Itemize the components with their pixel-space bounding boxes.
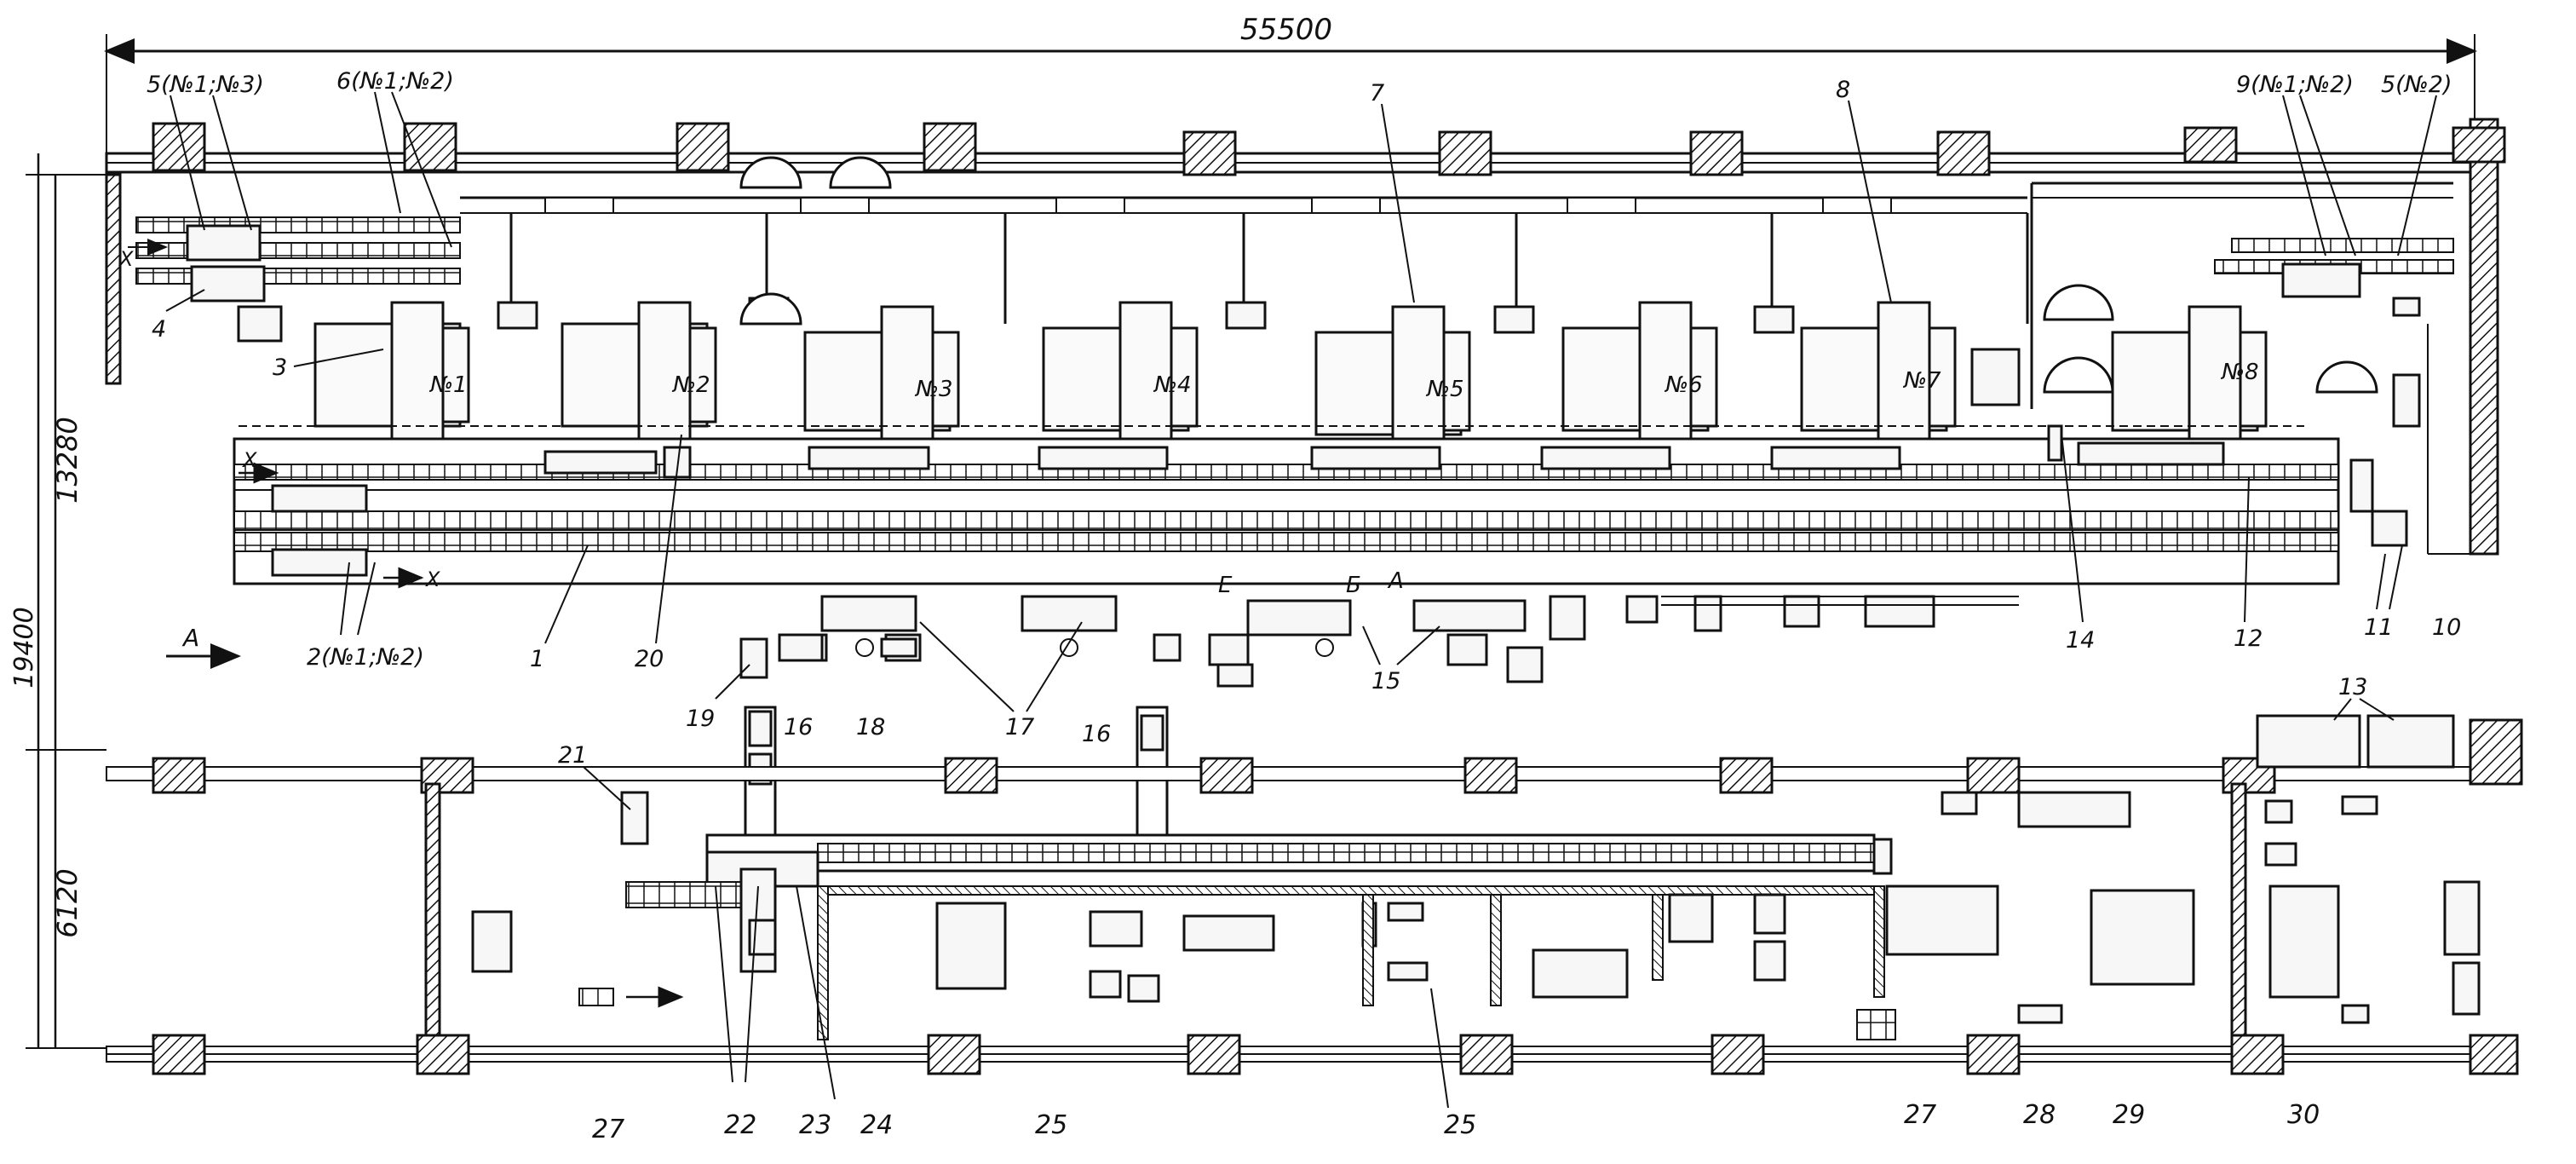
label-3: 3 <box>273 354 287 381</box>
label-13: 13 <box>2338 674 2367 700</box>
axis-mark-x-bottom: X <box>424 568 440 591</box>
main-conveyor: X X <box>233 425 2340 591</box>
label-27b: 27 <box>1904 1100 1936 1130</box>
callout-labels: 5(№1;№3) 6(№1;№2) 7 8 9(№1;№2) 5(№2) 4 3… <box>147 68 2461 1144</box>
upper-crane-track <box>460 182 2453 409</box>
label-25a: 25 <box>1035 1110 1067 1140</box>
label-9: 9(№1;№2) <box>2236 72 2354 98</box>
label-30: 30 <box>2287 1100 2320 1130</box>
middle-wall <box>106 718 2523 1050</box>
label-11: 11 <box>2364 614 2393 641</box>
label-12: 12 <box>2234 625 2263 652</box>
aisle-stands <box>739 633 1250 679</box>
label-20: 20 <box>635 646 664 672</box>
label-25b: 25 <box>1444 1110 1476 1140</box>
dimension-vertical: 19400 13280 6120 <box>9 153 106 1049</box>
machine-8-label: №8 <box>2220 360 2259 385</box>
label-5-no2: 5(№2) <box>2381 72 2452 98</box>
right-storage-racks <box>2214 238 2454 317</box>
machine-6: №6 <box>1561 301 1718 445</box>
label-1: 1 <box>530 646 544 672</box>
section-mark-a: А <box>1387 568 1404 594</box>
label-2: 2(№1;№2) <box>307 644 424 671</box>
machine-4-label: №4 <box>1153 372 1192 398</box>
label-22: 22 <box>724 1110 756 1140</box>
lower-left-area <box>471 791 777 1008</box>
machine-2-label: №2 <box>671 372 710 398</box>
section-mark-e: Е <box>1218 573 1233 598</box>
dimension-left-total: 19400 <box>9 607 39 688</box>
axis-mark-x-left: X <box>241 448 257 472</box>
label-21: 21 <box>558 742 587 769</box>
label-19: 19 <box>686 706 715 732</box>
axis-mark-x-top: X <box>118 247 134 271</box>
label-10: 10 <box>2432 614 2461 641</box>
bottom-wall <box>106 1009 2519 1075</box>
machine-3-label: №3 <box>914 377 953 402</box>
label-7: 7 <box>1370 80 1384 107</box>
dimension-upper-bay: 13280 <box>51 417 83 504</box>
label-6: 6(№1;№2) <box>336 68 454 95</box>
label-17: 17 <box>1005 714 1034 740</box>
machine-7: №7 <box>1800 301 1957 445</box>
rotary-tables <box>739 156 2378 394</box>
dimension-lower-bay: 6120 <box>51 868 83 937</box>
machine-8: №8 <box>2111 305 2268 445</box>
upper-right-rooms <box>1970 324 2475 555</box>
lower-rooms <box>817 714 2481 1040</box>
label-23: 23 <box>799 1110 831 1140</box>
cart-stations <box>778 595 2019 688</box>
label-16a: 16 <box>784 714 813 740</box>
machine-3: №3 <box>803 305 960 445</box>
dimension-overall: 55500 <box>104 13 2477 158</box>
machine-4: №4 <box>1042 301 1199 445</box>
label-4: 4 <box>152 316 166 343</box>
leader-lines <box>165 91 2437 1109</box>
lower-conveyor <box>625 833 1893 973</box>
machine-6-label: №6 <box>1664 372 1703 398</box>
machine-1-label: №1 <box>428 372 468 398</box>
label-15: 15 <box>1371 668 1400 694</box>
label-8: 8 <box>1836 77 1850 103</box>
section-mark-b: Б <box>1346 573 1361 598</box>
label-27a: 27 <box>592 1115 624 1144</box>
gantry-hangers <box>497 213 2029 334</box>
dimension-overall-value: 55500 <box>1240 13 1332 47</box>
label-5-no1-no3: 5(№1;№3) <box>147 72 264 98</box>
label-28: 28 <box>2023 1100 2056 1130</box>
label-18: 18 <box>856 714 885 740</box>
machine-5: №5 <box>1314 305 1471 449</box>
left-storage-racks: X <box>118 216 461 343</box>
machine-2: №2 <box>561 301 717 441</box>
section-marks: Е Б А <box>1218 568 1404 598</box>
machine-7-label: №7 <box>1902 368 1941 394</box>
label-24: 24 <box>860 1110 893 1140</box>
label-14: 14 <box>2066 627 2095 654</box>
label-16b: 16 <box>1082 721 1111 747</box>
label-29: 29 <box>2113 1100 2145 1130</box>
machine-1: №1 <box>313 301 470 441</box>
machine-row: №1 №2 №3 №4 №5 <box>313 301 2268 449</box>
direction-mark: A <box>181 624 199 652</box>
direction-arrow: A <box>166 624 241 669</box>
machine-5-label: №5 <box>1425 377 1464 402</box>
